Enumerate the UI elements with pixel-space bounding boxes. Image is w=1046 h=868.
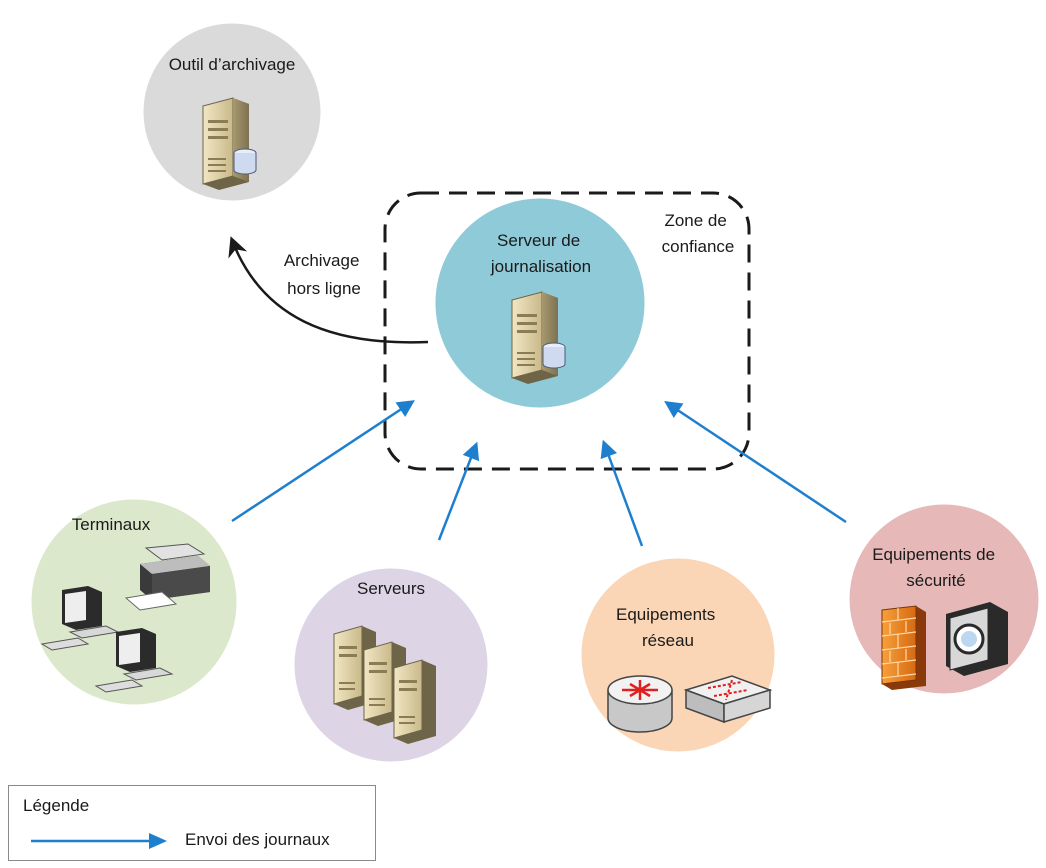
log-server-label: Serveur de journalisation [490,231,591,276]
network-circle [578,555,778,755]
storage-server-icon [202,97,257,190]
offline-archiving-label: Archivage hors ligne [284,251,364,298]
log-arrow-security [664,401,847,524]
offline-archiving-arrow [228,236,429,344]
terminals-node: Terminaux [28,496,240,708]
log-server-node: Serveur de journalisation [432,195,648,411]
archive-tool-node: Outil d’archivage [140,20,324,204]
switch-icon [683,675,773,724]
servers-label: Serveurs [357,579,425,598]
servers-node: Serveurs [291,565,491,765]
security-equipment-label: Equipements de sécurité [872,545,1000,590]
firewall-icon [881,605,926,690]
server-tower-icon [393,659,436,744]
ids-sensor-icon [946,602,1008,676]
security-equipment-node: Equipements de sécurité [846,501,1042,697]
terminals-label: Terminaux [72,515,151,534]
router-icon [607,675,673,733]
workstation-icon [40,586,120,651]
log-arrow-network [600,439,644,547]
log-arrow-terminals [231,400,415,523]
workstation-icon [94,628,174,693]
printer-icon [124,543,210,611]
legend: Légende Envoi des journaux [8,785,376,861]
log-arrow-servers [437,441,480,541]
network-equipment-node: Equipements réseau [578,555,778,755]
legend-item-label: Envoi des journaux [185,830,330,849]
archive-tool-label: Outil d’archivage [169,55,296,74]
storage-server-icon [511,291,566,384]
security-circle [846,501,1042,697]
trust-zone-boundary [383,191,751,471]
legend-title: Légende [23,796,90,815]
legend-arrow-icon [31,833,167,849]
network-equipment-label: Equipements réseau [616,605,720,650]
trust-zone-label: Zone de confiance [662,211,735,256]
